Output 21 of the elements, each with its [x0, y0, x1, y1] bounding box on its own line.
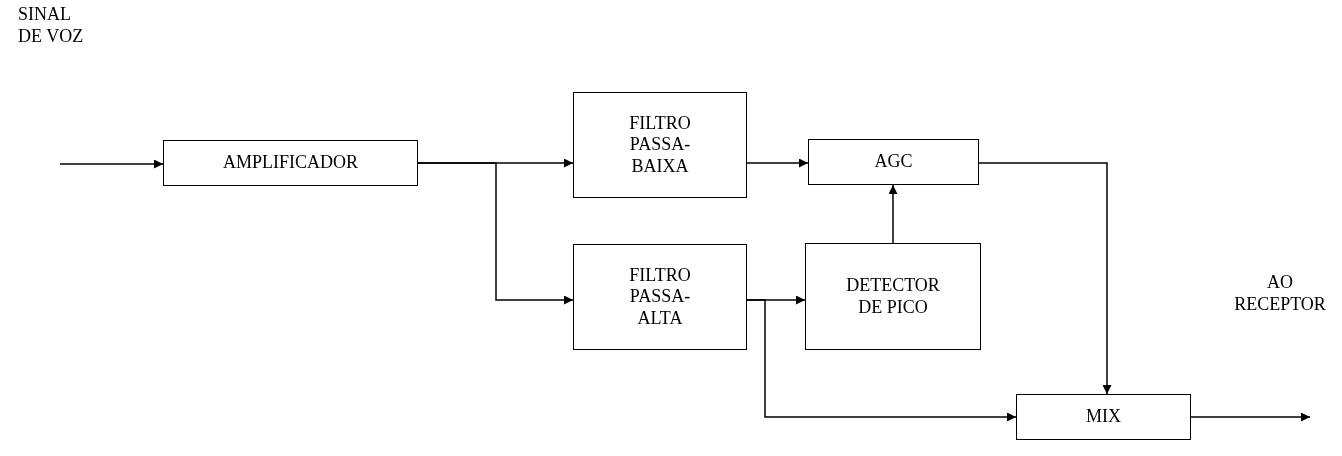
- arrow: [746, 158, 809, 168]
- process-box: [805, 243, 981, 350]
- process-box: [573, 92, 747, 198]
- box-label: MIX: [1086, 406, 1121, 428]
- arrow: [1190, 412, 1311, 422]
- arrow: [417, 162, 574, 305]
- signal-label: AO RECEPTOR: [1233, 272, 1327, 316]
- arrow: [59, 159, 164, 169]
- box-label: DETECTOR DE PICO: [846, 274, 940, 319]
- process-box: [573, 244, 747, 350]
- signal-label: SINAL DE VOZ: [18, 4, 85, 48]
- process-box: [1016, 394, 1191, 440]
- box-label: AMPLIFICADOR: [223, 152, 358, 174]
- arrow: [746, 299, 1017, 422]
- arrow: [888, 184, 898, 244]
- box-label: FILTRO PASSA-BAIXA: [629, 112, 691, 178]
- process-box: [808, 139, 979, 185]
- process-box: [163, 140, 418, 186]
- box-label: FILTRO PASSA-ALTA: [629, 264, 691, 330]
- box-label: AGC: [874, 151, 913, 173]
- arrow: [978, 162, 1112, 395]
